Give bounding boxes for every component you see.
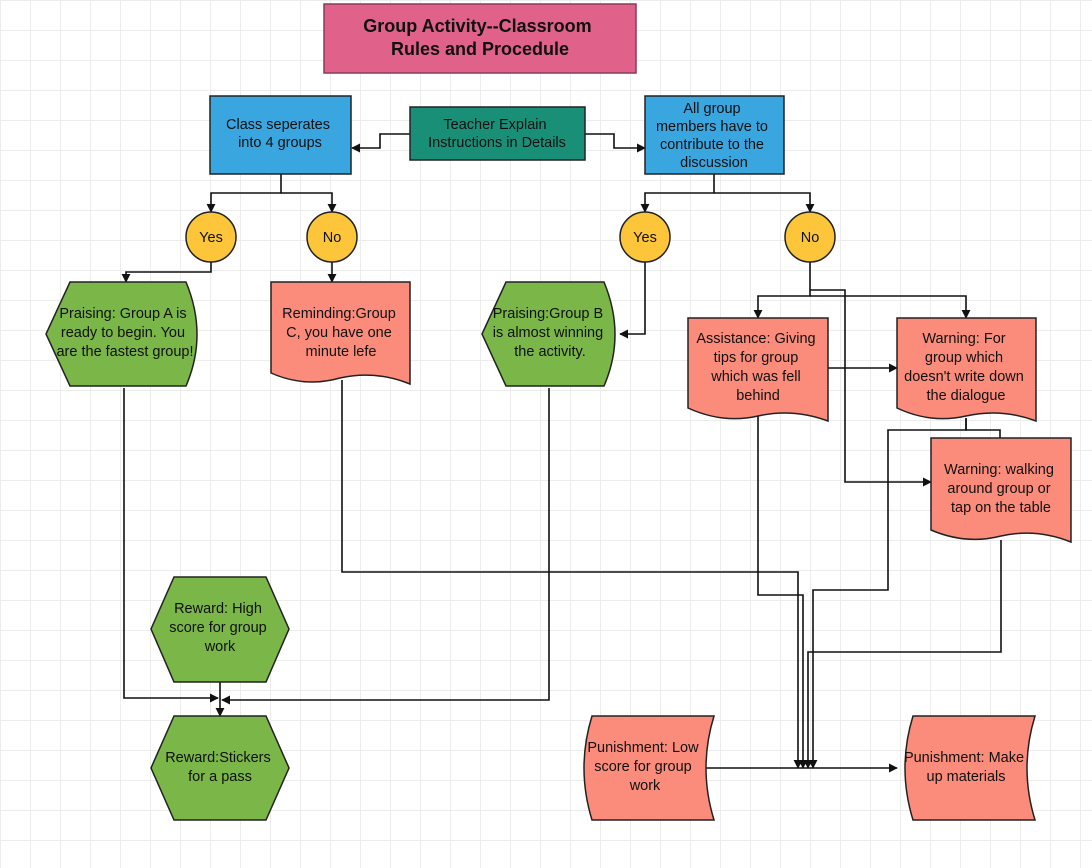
- connector-members-to-no: [714, 192, 815, 213]
- node-warning-dialogue: Warning: For group which doesn't write d…: [896, 317, 1037, 423]
- node-all-group-members: All group members have to contribute to …: [644, 95, 785, 175]
- svg-text:All group members have t: All group members have to contribute to …: [656, 101, 772, 171]
- decision-yes-right: Yes: [619, 211, 671, 263]
- connector-yes-to-praise-a: [121, 262, 212, 283]
- title-line-1: Group Activity--Classroom: [363, 16, 591, 36]
- connector-assistance-to-punish: [757, 412, 808, 769]
- svg-text:Praising:Group B is almo: Praising:Group B is almost winning the a…: [493, 306, 607, 360]
- connector-members-to-yes: [640, 174, 715, 213]
- svg-text:Reward:Stickers for a pa: Reward:Stickers for a pass: [165, 750, 275, 785]
- connector-class-to-no: [281, 192, 337, 213]
- connector-praise-b-to-stickers: [221, 388, 550, 705]
- svg-text:No: No: [323, 230, 342, 246]
- node-punishment-low-score: Punishment: Low score for group work: [583, 715, 716, 821]
- decision-yes-left: Yes: [185, 211, 237, 263]
- node-reward-high-score: Reward: High score for group work: [150, 576, 290, 683]
- node-praise-group-b: Praising:Group B is almost winning the a…: [481, 281, 616, 387]
- decision-no-left: No: [306, 211, 358, 263]
- connector-teacher-to-class: [351, 133, 410, 153]
- connector-no-to-assistance: [753, 262, 811, 319]
- node-reward-stickers: Reward:Stickers for a pass: [150, 715, 290, 821]
- connector-walk-to-punish: [803, 540, 1002, 769]
- svg-text:Punishment: Low score fo: Punishment: Low score for group work: [587, 740, 702, 794]
- svg-text:Reward: High score for g: Reward: High score for group work: [169, 601, 271, 655]
- svg-text:Reminding:Group C, you h: Reminding:Group C, you have one minute l…: [282, 306, 400, 360]
- title-line-2: Rules and Procedule: [391, 39, 569, 59]
- svg-text:Warning: walking around: Warning: walking around group or tap on …: [944, 462, 1058, 516]
- svg-text:Yes: Yes: [633, 230, 657, 246]
- node-teacher-explain: Teacher Explain Instructions in Details: [409, 106, 586, 161]
- svg-text:Group Activity--Classroom: Group Activity--Classroom Rules and Proc…: [363, 16, 596, 59]
- node-punishment-make-up: Punishment: Make up materials: [904, 715, 1037, 821]
- svg-text:Assistance: Giving tips: Assistance: Giving tips for group which …: [696, 331, 819, 404]
- diagram-title: Group Activity--Classroom Rules and Proc…: [323, 3, 637, 74]
- svg-text:Teacher Explain Instruct: Teacher Explain Instructions in Details: [428, 117, 566, 151]
- svg-text:Praising: Group A is rea: Praising: Group A is ready to begin. You…: [56, 306, 193, 360]
- node-warning-walking: Warning: walking around group or tap on …: [930, 437, 1072, 544]
- connector-class-to-yes: [206, 174, 282, 213]
- connector-praise-a-to-stickers: [123, 388, 219, 703]
- connector-remind-to-punish: [341, 380, 803, 769]
- svg-text:Punishment: Make up mate: Punishment: Make up materials: [904, 750, 1028, 785]
- node-reminding-group-c: Reminding:Group C, you have one minute l…: [270, 281, 411, 386]
- svg-text:Warning: For group which: Warning: For group which doesn't write d…: [904, 331, 1028, 404]
- node-praise-group-a: Praising: Group A is ready to begin. You…: [45, 281, 198, 387]
- connector-dialogue-to-punish: [808, 418, 967, 769]
- node-class-seperates: Class seperates into 4 groups: [209, 95, 352, 175]
- node-assistance: Assistance: Giving tips for group which …: [687, 317, 829, 423]
- decision-no-right: No: [784, 211, 836, 263]
- svg-text:Yes: Yes: [199, 230, 223, 246]
- connector-yes-to-praise-b: [619, 262, 646, 339]
- svg-text:No: No: [801, 230, 820, 246]
- svg-text:Class seperates into 4 g: Class seperates into 4 groups: [226, 117, 334, 151]
- connector-teacher-to-members: [585, 133, 646, 153]
- connector-no-to-warning-dialogue: [810, 295, 971, 319]
